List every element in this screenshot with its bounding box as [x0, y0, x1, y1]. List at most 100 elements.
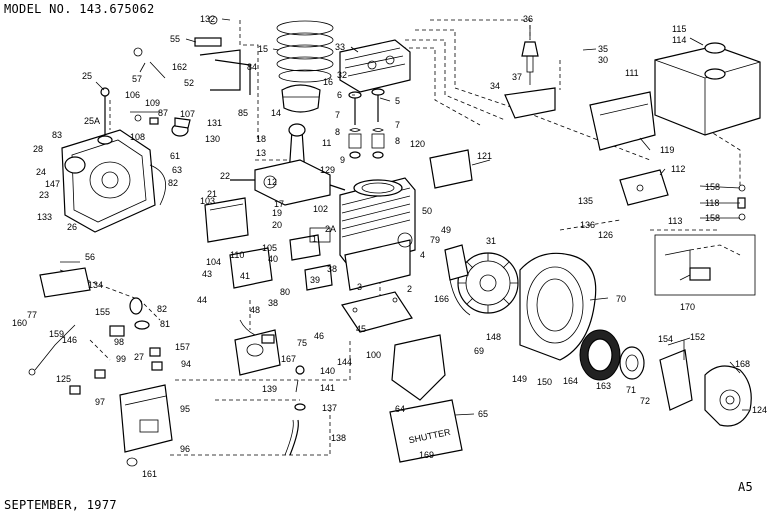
callout: 5	[395, 96, 400, 106]
crankcase-cover	[61, 129, 167, 233]
cylinder-head	[339, 39, 411, 93]
callout: 157	[175, 342, 190, 352]
callout: 21	[207, 189, 217, 199]
callout: 48	[250, 305, 260, 315]
callout: 130	[205, 134, 220, 144]
callout: 85	[238, 108, 248, 118]
governor-linkage	[133, 15, 251, 95]
callout: 148	[486, 332, 501, 342]
blower-housing	[519, 252, 597, 361]
callout: 147	[45, 179, 60, 189]
callout: 80	[280, 287, 290, 297]
callout: 2	[407, 284, 412, 294]
guard-64	[391, 334, 446, 401]
callout: 15	[258, 44, 268, 54]
callout: 3	[357, 282, 362, 292]
callout: 43	[202, 269, 212, 279]
choke-cable	[28, 324, 76, 376]
fuel-tank	[654, 42, 761, 136]
callout: 22	[220, 171, 230, 181]
callout: 8	[335, 127, 340, 137]
flywheel	[457, 252, 519, 314]
callout: 7	[335, 110, 340, 120]
callout: 162	[172, 62, 187, 72]
crankshaft	[230, 159, 346, 206]
callout: 159	[49, 329, 64, 339]
dipstick	[97, 87, 113, 145]
callout: 111	[625, 68, 639, 78]
callout: 125	[56, 374, 71, 384]
callout: 140	[320, 366, 335, 376]
callout: 45	[356, 324, 366, 334]
callout: 38	[327, 264, 337, 274]
callout: 34	[490, 81, 500, 91]
callout: 64	[395, 404, 405, 414]
callout: 104	[206, 257, 221, 267]
callout: 28	[33, 144, 43, 154]
callout: 166	[434, 294, 449, 304]
plate-id: A5	[738, 480, 754, 494]
piston	[281, 84, 321, 113]
callout: 154	[658, 334, 673, 344]
callout: 146	[62, 335, 77, 345]
callout: 69	[474, 346, 484, 356]
callout: 113	[668, 216, 682, 226]
callout: 167	[281, 354, 296, 364]
callout: 30	[598, 55, 608, 65]
inset-box-170	[654, 234, 756, 296]
magneto-coil	[444, 244, 471, 316]
callout: 82	[168, 178, 178, 188]
callout: 152	[690, 332, 705, 342]
model-number: MODEL NO. 143.675062	[4, 2, 155, 16]
bracket-121	[429, 149, 491, 189]
callout: 33	[335, 42, 345, 52]
callout: 170	[680, 302, 695, 312]
callout: 149	[512, 374, 527, 384]
callout: 100	[366, 350, 381, 360]
callout: 133	[37, 212, 52, 222]
callout: 161	[142, 469, 157, 479]
callout: 82	[157, 304, 167, 314]
lever-154	[667, 337, 691, 360]
fuel-line	[284, 419, 299, 456]
callout: 2A	[325, 224, 336, 234]
callout: 39	[310, 275, 320, 285]
callout: 24	[36, 167, 46, 177]
footer-date: SEPTEMBER, 1977	[4, 498, 117, 512]
callout: 50	[422, 206, 432, 216]
callout: 105	[262, 243, 277, 253]
callout: 102	[313, 204, 328, 214]
callout: 96	[180, 444, 190, 454]
air-cleaner	[204, 197, 273, 289]
callout: 163	[596, 381, 611, 391]
callout: 1	[312, 234, 317, 244]
callout: 7	[395, 120, 400, 130]
callout: 19	[272, 208, 282, 218]
callout: 141	[320, 383, 335, 393]
callout: 16	[323, 77, 333, 87]
callout: 155	[95, 307, 110, 317]
callout: 75	[297, 338, 307, 348]
starter-pulley	[579, 329, 645, 381]
callout: 98	[114, 337, 124, 347]
muffler-bracket	[619, 169, 669, 206]
callout: 65	[478, 409, 488, 419]
callout: 71	[626, 385, 636, 395]
callout: 160	[12, 318, 27, 328]
callout: 119	[660, 145, 674, 155]
callout: 110	[230, 250, 244, 260]
callout: 134	[88, 280, 103, 290]
callout: 144	[337, 357, 352, 367]
callout: 132	[200, 14, 215, 24]
callout: 38	[268, 298, 278, 308]
callout: 26	[67, 222, 77, 232]
callout: 94	[181, 359, 191, 369]
callout: 17	[274, 199, 284, 209]
carburetor	[234, 319, 281, 376]
callout: 169	[419, 450, 434, 460]
bracket-34	[504, 87, 556, 119]
callout: 137	[322, 403, 337, 413]
small-hardware-left	[130, 111, 191, 137]
callout: 136	[580, 220, 595, 230]
callout: 8	[395, 136, 400, 146]
